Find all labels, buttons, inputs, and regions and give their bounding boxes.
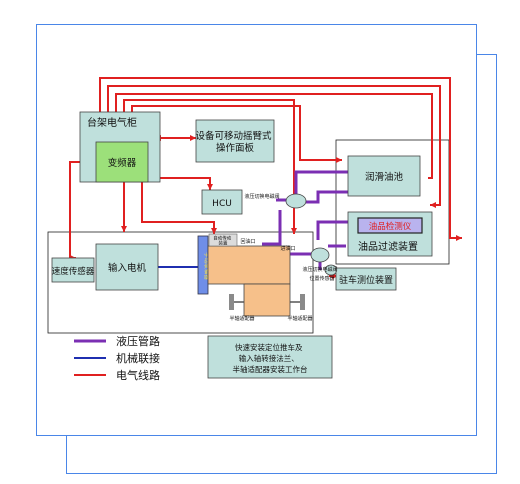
speed-sensor-box [51,257,95,283]
valve-lower-icon [310,247,330,263]
adapter-right-plate [300,294,305,310]
hydraulic-line [306,190,348,204]
valve-upper-label: 液压切换电磁阀 [244,193,279,200]
speed-sensor-label: 速度传感器 [52,266,95,277]
input-motor-box [95,243,159,291]
legend-mechanical-label: 机械联接 [116,351,160,365]
electric-lines [69,77,462,279]
oil-analyzer-box [357,217,423,234]
electric-line [115,93,433,179]
legend: 液压管路 机械联接 电气线路 [74,334,160,382]
hydraulic-line [294,170,348,198]
electric-line [99,77,462,241]
adapter-left-label: 半轴适配器 [229,315,254,322]
hcu-label: HCU [212,199,232,209]
note-line2: 输入轴转接法兰、 [239,353,299,363]
electric-line [141,182,217,234]
gearbox-upper [207,245,291,285]
note-label: 快速安装定位推车及 输入轴转接法兰、 半轴适配器安装工作台 [233,342,308,374]
valve-upper-icon [285,193,307,209]
panel-label-line1: 设备可移动摇臂式 [195,130,272,142]
oil-analyzer-label: 油品检测仪 [369,221,412,232]
hcu-box [201,189,243,215]
parking-device-box [335,267,397,291]
electric-line [69,161,80,261]
electric-line [143,175,213,190]
valve-lower-label: 液压切换电磁阀 [302,266,337,273]
electric-line [123,99,297,234]
input-motor-label: 输入电机 [108,262,147,274]
note-box [207,335,333,379]
position-sensor-label: 位置传感器 [309,275,334,282]
adapter-right-label: 半轴适配器 [287,315,312,322]
inverter-label: 变频器 [108,157,137,169]
small-box-label-line1: 自动传动 [213,235,231,242]
coupling-label: 手动联轴器 [203,252,211,280]
test-bench-frame [47,231,314,334]
electric-line [131,105,342,163]
small-box-label: 自动传动 装置 [213,235,232,247]
lube-tank-label: 润滑油池 [365,171,404,183]
inlet-port-label: 进油口 [280,245,295,252]
hydraulic-lines [262,170,350,270]
parking-device-label: 驻车测位装置 [339,274,393,286]
panel-box [195,119,275,163]
hydraulic-line [316,220,350,240]
panel-label-line2: 操作面板 [216,142,255,154]
adapter-left-plate [229,294,234,310]
inverter-box [95,141,149,183]
small-box [208,233,238,247]
lube-tank-box [347,155,421,197]
note-line3: 半轴适配器安装工作台 [233,364,308,374]
legend-hydraulic-label: 液压管路 [116,334,160,348]
legend-electric-label: 电气线路 [116,368,160,382]
small-box-label-line2: 装置 [219,240,228,247]
oil-filter-label: 油品过滤装置 [358,240,418,253]
panel-label: 设备可移动摇臂式 操作面板 [195,130,274,154]
electric-line [107,85,441,208]
return-port-label: 回油口 [240,238,255,245]
hydraulic-line [262,210,282,246]
cabinet-label: 台架电气柜 [87,116,137,129]
gearbox-lower [243,283,291,317]
note-line1: 快速安装定位推车及 [235,342,303,352]
